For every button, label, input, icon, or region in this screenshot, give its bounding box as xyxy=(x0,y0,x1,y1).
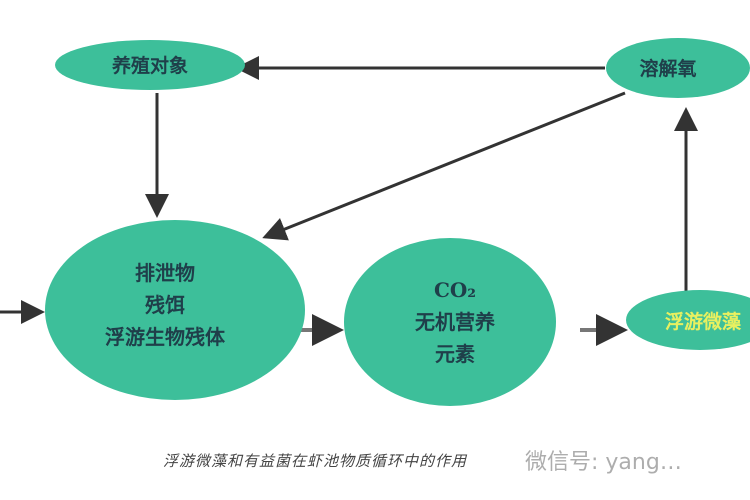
svg-text:元素: 元素 xyxy=(435,342,475,366)
node-waste: 排泄物 残饵 浮游生物残体 xyxy=(45,220,305,400)
svg-text:浮游微藻: 浮游微藻 xyxy=(665,310,742,333)
node-microalgae: 浮游微藻 xyxy=(626,290,750,350)
node-dissolved-oxygen: 溶解氧 xyxy=(606,38,750,98)
watermark: 微信号: yang… xyxy=(525,450,682,475)
figure-caption: 浮游微藻和有益菌在虾池物质循环中的作用 xyxy=(163,452,468,470)
svg-text:CO₂: CO₂ xyxy=(434,278,476,302)
svg-text:排泄物: 排泄物 xyxy=(135,261,195,285)
node-aquaculture-target: 养殖对象 xyxy=(55,40,245,90)
svg-text:浮游生物残体: 浮游生物残体 xyxy=(105,325,226,349)
svg-text:养殖对象: 养殖对象 xyxy=(111,54,188,77)
svg-text:无机营养: 无机营养 xyxy=(415,310,495,334)
svg-text:溶解氧: 溶解氧 xyxy=(639,57,696,80)
arrow-oxygen-to-waste xyxy=(262,91,626,241)
svg-text:残饵: 残饵 xyxy=(145,293,185,317)
node-nutrients: CO₂ 无机营养 元素 xyxy=(344,238,556,406)
